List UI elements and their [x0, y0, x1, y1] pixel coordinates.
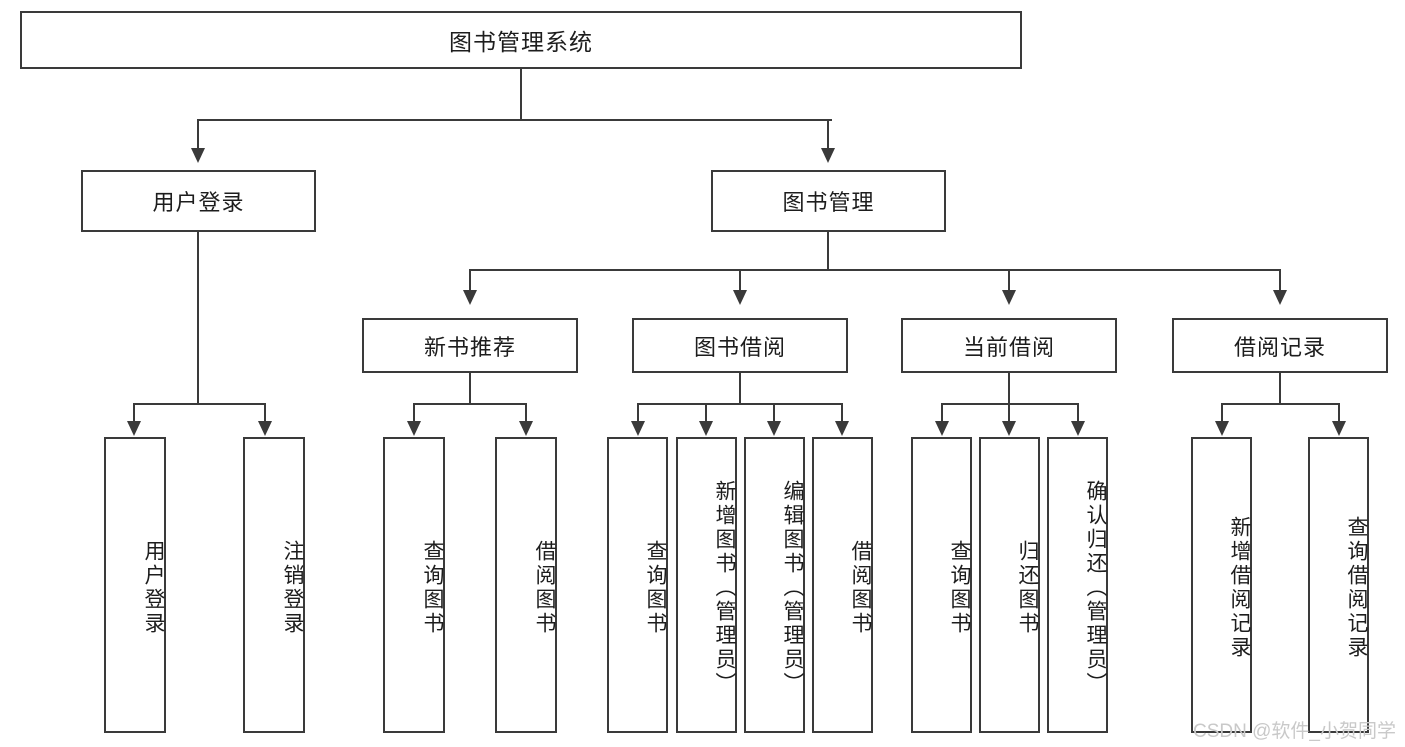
- edge-user-login-drop-1: [133, 403, 135, 422]
- node-leaf-return-book[interactable]: 归还图书: [979, 437, 1040, 733]
- edge-cb-drop-3: [1077, 403, 1079, 422]
- node-book-management[interactable]: 图书管理: [711, 170, 946, 232]
- edge-bm-drop-4: [1279, 269, 1281, 291]
- node-current-borrow[interactable]: 当前借阅: [901, 318, 1117, 373]
- edge-root-stem: [520, 69, 522, 120]
- node-leaf-query-book-1[interactable]: 查询图书: [383, 437, 445, 733]
- arrowhead-leaf-query-book-3: [935, 421, 949, 436]
- edge-nbr-drop-2: [525, 403, 527, 422]
- watermark-text: CSDN @软件_小贺同学: [1193, 721, 1396, 742]
- edge-user-login-bus: [133, 403, 265, 405]
- node-leaf-query-book-2[interactable]: 查询图书: [607, 437, 668, 733]
- node-book-borrow[interactable]: 图书借阅: [632, 318, 848, 373]
- node-leaf-user-login[interactable]: 用户登录: [104, 437, 166, 733]
- node-leaf-edit-book[interactable]: 编辑图书（管理员）: [744, 437, 805, 733]
- arrowhead-leaf-borrow-book-1: [519, 421, 533, 436]
- node-root-system[interactable]: 图书管理系统: [20, 11, 1022, 69]
- edge-br-drop-1: [1221, 403, 1223, 422]
- arrowhead-leaf-return-book: [1002, 421, 1016, 436]
- node-label: 查询图书: [421, 540, 444, 636]
- node-label: 借阅记录: [1233, 334, 1326, 360]
- edge-cb-drop-2: [1008, 403, 1010, 422]
- edge-root-bus: [198, 119, 832, 121]
- edge-user-login-drop-2: [264, 403, 266, 422]
- node-label: 新增图书（管理员）: [713, 480, 736, 696]
- node-leaf-confirm-return[interactable]: 确认归还（管理员）: [1047, 437, 1108, 733]
- node-label: 用户登录: [152, 190, 245, 215]
- edge-bm-drop-2: [739, 269, 741, 291]
- arrowhead-leaf-user-login: [127, 421, 141, 436]
- node-user-login[interactable]: 用户登录: [81, 170, 316, 232]
- node-label: 新书推荐: [423, 334, 516, 360]
- edge-cb-stem: [1008, 373, 1010, 404]
- node-label: 新增借阅记录: [1228, 516, 1251, 660]
- arrowhead-leaf-logout-login: [258, 421, 272, 436]
- node-label: 图书管理系统: [449, 29, 593, 55]
- arrowhead-leaf-add-record: [1215, 421, 1229, 436]
- edge-br-stem: [1279, 373, 1281, 404]
- arrowhead-leaf-query-book-2: [631, 421, 645, 436]
- edge-cb-drop-1: [941, 403, 943, 422]
- edge-bb-drop-4: [841, 403, 843, 422]
- node-label: 查询图书: [948, 540, 971, 636]
- edge-bb-drop-2: [705, 403, 707, 422]
- node-label: 编辑图书（管理员）: [781, 480, 804, 696]
- node-label: 查询借阅记录: [1345, 516, 1368, 660]
- arrowhead-new-book-recommend: [463, 290, 477, 305]
- node-borrow-record[interactable]: 借阅记录: [1172, 318, 1388, 373]
- node-leaf-add-record[interactable]: 新增借阅记录: [1191, 437, 1252, 733]
- edge-root-to-user-login: [197, 119, 199, 149]
- node-label: 注销登录: [281, 540, 304, 636]
- node-label: 归还图书: [1016, 540, 1039, 636]
- node-leaf-borrow-book-1[interactable]: 借阅图书: [495, 437, 557, 733]
- arrowhead-leaf-edit-book: [767, 421, 781, 436]
- arrowhead-book-borrow: [733, 290, 747, 305]
- edge-user-login-stem: [197, 232, 199, 404]
- arrowhead-current-borrow: [1002, 290, 1016, 305]
- node-label: 确认归还（管理员）: [1084, 480, 1107, 696]
- edge-root-to-book-management: [827, 119, 829, 149]
- node-label: 当前借阅: [962, 334, 1055, 360]
- node-leaf-query-book-3[interactable]: 查询图书: [911, 437, 972, 733]
- node-new-book-recommend[interactable]: 新书推荐: [362, 318, 578, 373]
- node-label: 图书借阅: [693, 334, 786, 360]
- node-leaf-logout-login[interactable]: 注销登录: [243, 437, 305, 733]
- node-label: 借阅图书: [533, 540, 556, 636]
- edge-nbr-bus: [413, 403, 527, 405]
- edge-cb-bus: [941, 403, 1079, 405]
- arrowhead-leaf-add-book: [699, 421, 713, 436]
- edge-bb-drop-3: [773, 403, 775, 422]
- arrowhead-book-management: [821, 148, 835, 163]
- node-leaf-add-book[interactable]: 新增图书（管理员）: [676, 437, 737, 733]
- edge-bb-stem: [739, 373, 741, 404]
- edge-br-bus: [1221, 403, 1340, 405]
- arrowhead-user-login: [191, 148, 205, 163]
- node-label: 图书管理: [782, 190, 875, 215]
- edge-bm-drop-3: [1008, 269, 1010, 291]
- arrowhead-leaf-confirm-return: [1071, 421, 1085, 436]
- edge-br-drop-2: [1338, 403, 1340, 422]
- arrowhead-borrow-record: [1273, 290, 1287, 305]
- node-leaf-query-record[interactable]: 查询借阅记录: [1308, 437, 1369, 733]
- edge-book-management-stem: [827, 232, 829, 270]
- edge-bm-drop-1: [469, 269, 471, 291]
- node-label: 借阅图书: [849, 540, 872, 636]
- edge-nbr-stem: [469, 373, 471, 404]
- node-label: 查询图书: [644, 540, 667, 636]
- edge-bb-bus: [637, 403, 843, 405]
- node-label: 用户登录: [142, 540, 165, 636]
- node-leaf-borrow-book-2[interactable]: 借阅图书: [812, 437, 873, 733]
- edge-nbr-drop-1: [413, 403, 415, 422]
- edge-bb-drop-1: [637, 403, 639, 422]
- edge-book-management-bus: [469, 269, 1281, 271]
- arrowhead-leaf-query-book-1: [407, 421, 421, 436]
- arrowhead-leaf-borrow-book-2: [835, 421, 849, 436]
- arrowhead-leaf-query-record: [1332, 421, 1346, 436]
